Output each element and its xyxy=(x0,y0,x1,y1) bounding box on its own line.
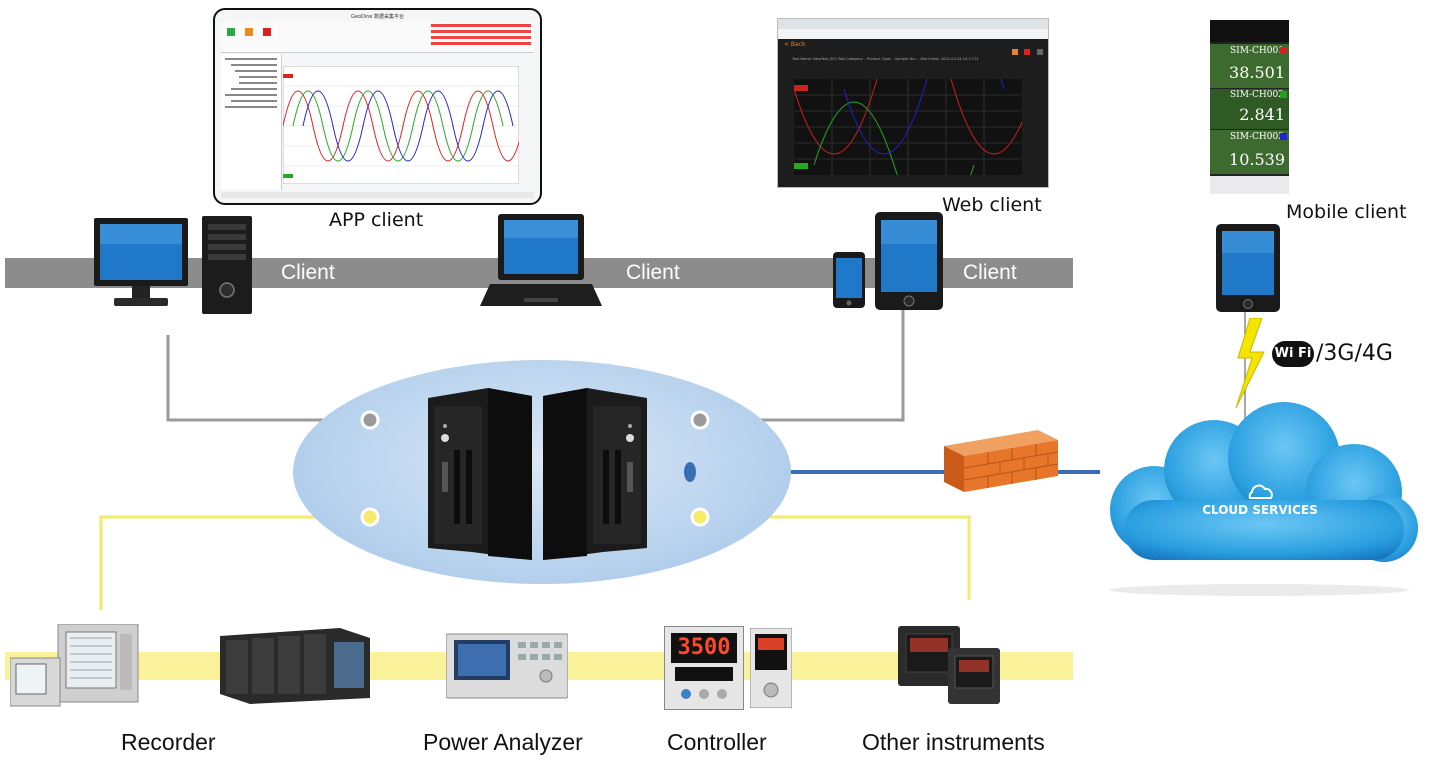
desktop-monitor-icon xyxy=(94,218,188,306)
server-ellipse xyxy=(293,360,791,584)
app-tree-panel xyxy=(221,54,282,190)
mobile-client-screenshot: SIM-CH001 38.501 SIM-CH002 2.841 SIM-CH0… xyxy=(1210,20,1289,194)
app-trend-chart xyxy=(283,66,519,184)
power-analyzer-icon xyxy=(446,633,568,699)
lightning-icon xyxy=(1235,318,1265,408)
recorder-icon xyxy=(10,624,139,707)
controller-small-icon xyxy=(750,628,792,708)
mobile-channel-swatch xyxy=(1280,47,1287,54)
mobile-client-caption: Mobile client xyxy=(1286,201,1407,223)
web-test-info: Test Name: NewTest_002 Test Category: - … xyxy=(792,57,979,61)
client-band-label-1: Client xyxy=(281,261,335,284)
mobile-channel-swatch xyxy=(1280,133,1287,140)
mobile-channel-value: 38.501 xyxy=(1229,63,1285,82)
power-analyzer-label: Power Analyzer xyxy=(423,729,583,755)
firewall-icon xyxy=(944,430,1058,492)
other-instruments-label: Other instruments xyxy=(862,729,1045,755)
web-trend-chart xyxy=(794,79,1022,175)
app-ribbon xyxy=(221,22,534,53)
controller-icon: 3500 xyxy=(664,626,744,710)
web-client-caption: Web client xyxy=(942,194,1042,216)
other-instruments-icon xyxy=(898,626,1000,704)
server-left-icon xyxy=(428,388,532,560)
controller-label: Controller xyxy=(667,729,767,755)
phone-icon xyxy=(833,252,865,308)
wifi-badge-text: Wi Fi xyxy=(1274,346,1312,361)
laptop-icon xyxy=(480,214,602,306)
server-right-icon xyxy=(543,388,647,560)
client-band-label-3: Client xyxy=(963,261,1017,284)
wifi-badge-icon: Wi Fi xyxy=(1272,341,1314,367)
web-toolbar-icons xyxy=(1012,42,1043,60)
web-back-link: < Back xyxy=(784,41,806,48)
mobile-channel-card: SIM-CH002 2.841 xyxy=(1210,89,1289,129)
data-logger-icon xyxy=(220,628,370,704)
recorder-label: Recorder xyxy=(121,729,216,755)
desktop-tower-icon xyxy=(202,216,252,314)
cloud-label: CLOUD SERVICES xyxy=(1202,503,1318,517)
app-client-caption: APP client xyxy=(329,209,424,231)
mobile-channel-name: SIM-CH002 xyxy=(1230,90,1284,100)
wireless-label: /3G/4G xyxy=(1316,341,1393,366)
controller-display: 3500 xyxy=(677,635,731,660)
mobile-channel-name: SIM-CH001 xyxy=(1230,46,1284,56)
mobile-channel-value: 2.841 xyxy=(1239,105,1285,124)
app-titlebar: GeoDine 数据采集平台 xyxy=(350,14,405,20)
mobile-channel-card: SIM-CH001 38.501 xyxy=(1210,44,1289,88)
mobile-channel-name: SIM-CH003 xyxy=(1230,132,1284,142)
web-client-screenshot: < Back Test Name: NewTest_002 Test Categ… xyxy=(777,18,1049,188)
mobile-channel-value: 10.539 xyxy=(1229,150,1285,169)
client-band-label-2: Client xyxy=(626,261,680,284)
mobile-tablet-icon xyxy=(1216,224,1280,312)
tablet-icon xyxy=(875,212,943,310)
app-client-screenshot: GeoDine 数据采集平台 xyxy=(213,8,542,205)
mobile-channel-swatch xyxy=(1280,91,1287,98)
mobile-channel-card: SIM-CH003 10.539 xyxy=(1210,130,1289,174)
cloud-icon xyxy=(1109,402,1418,596)
